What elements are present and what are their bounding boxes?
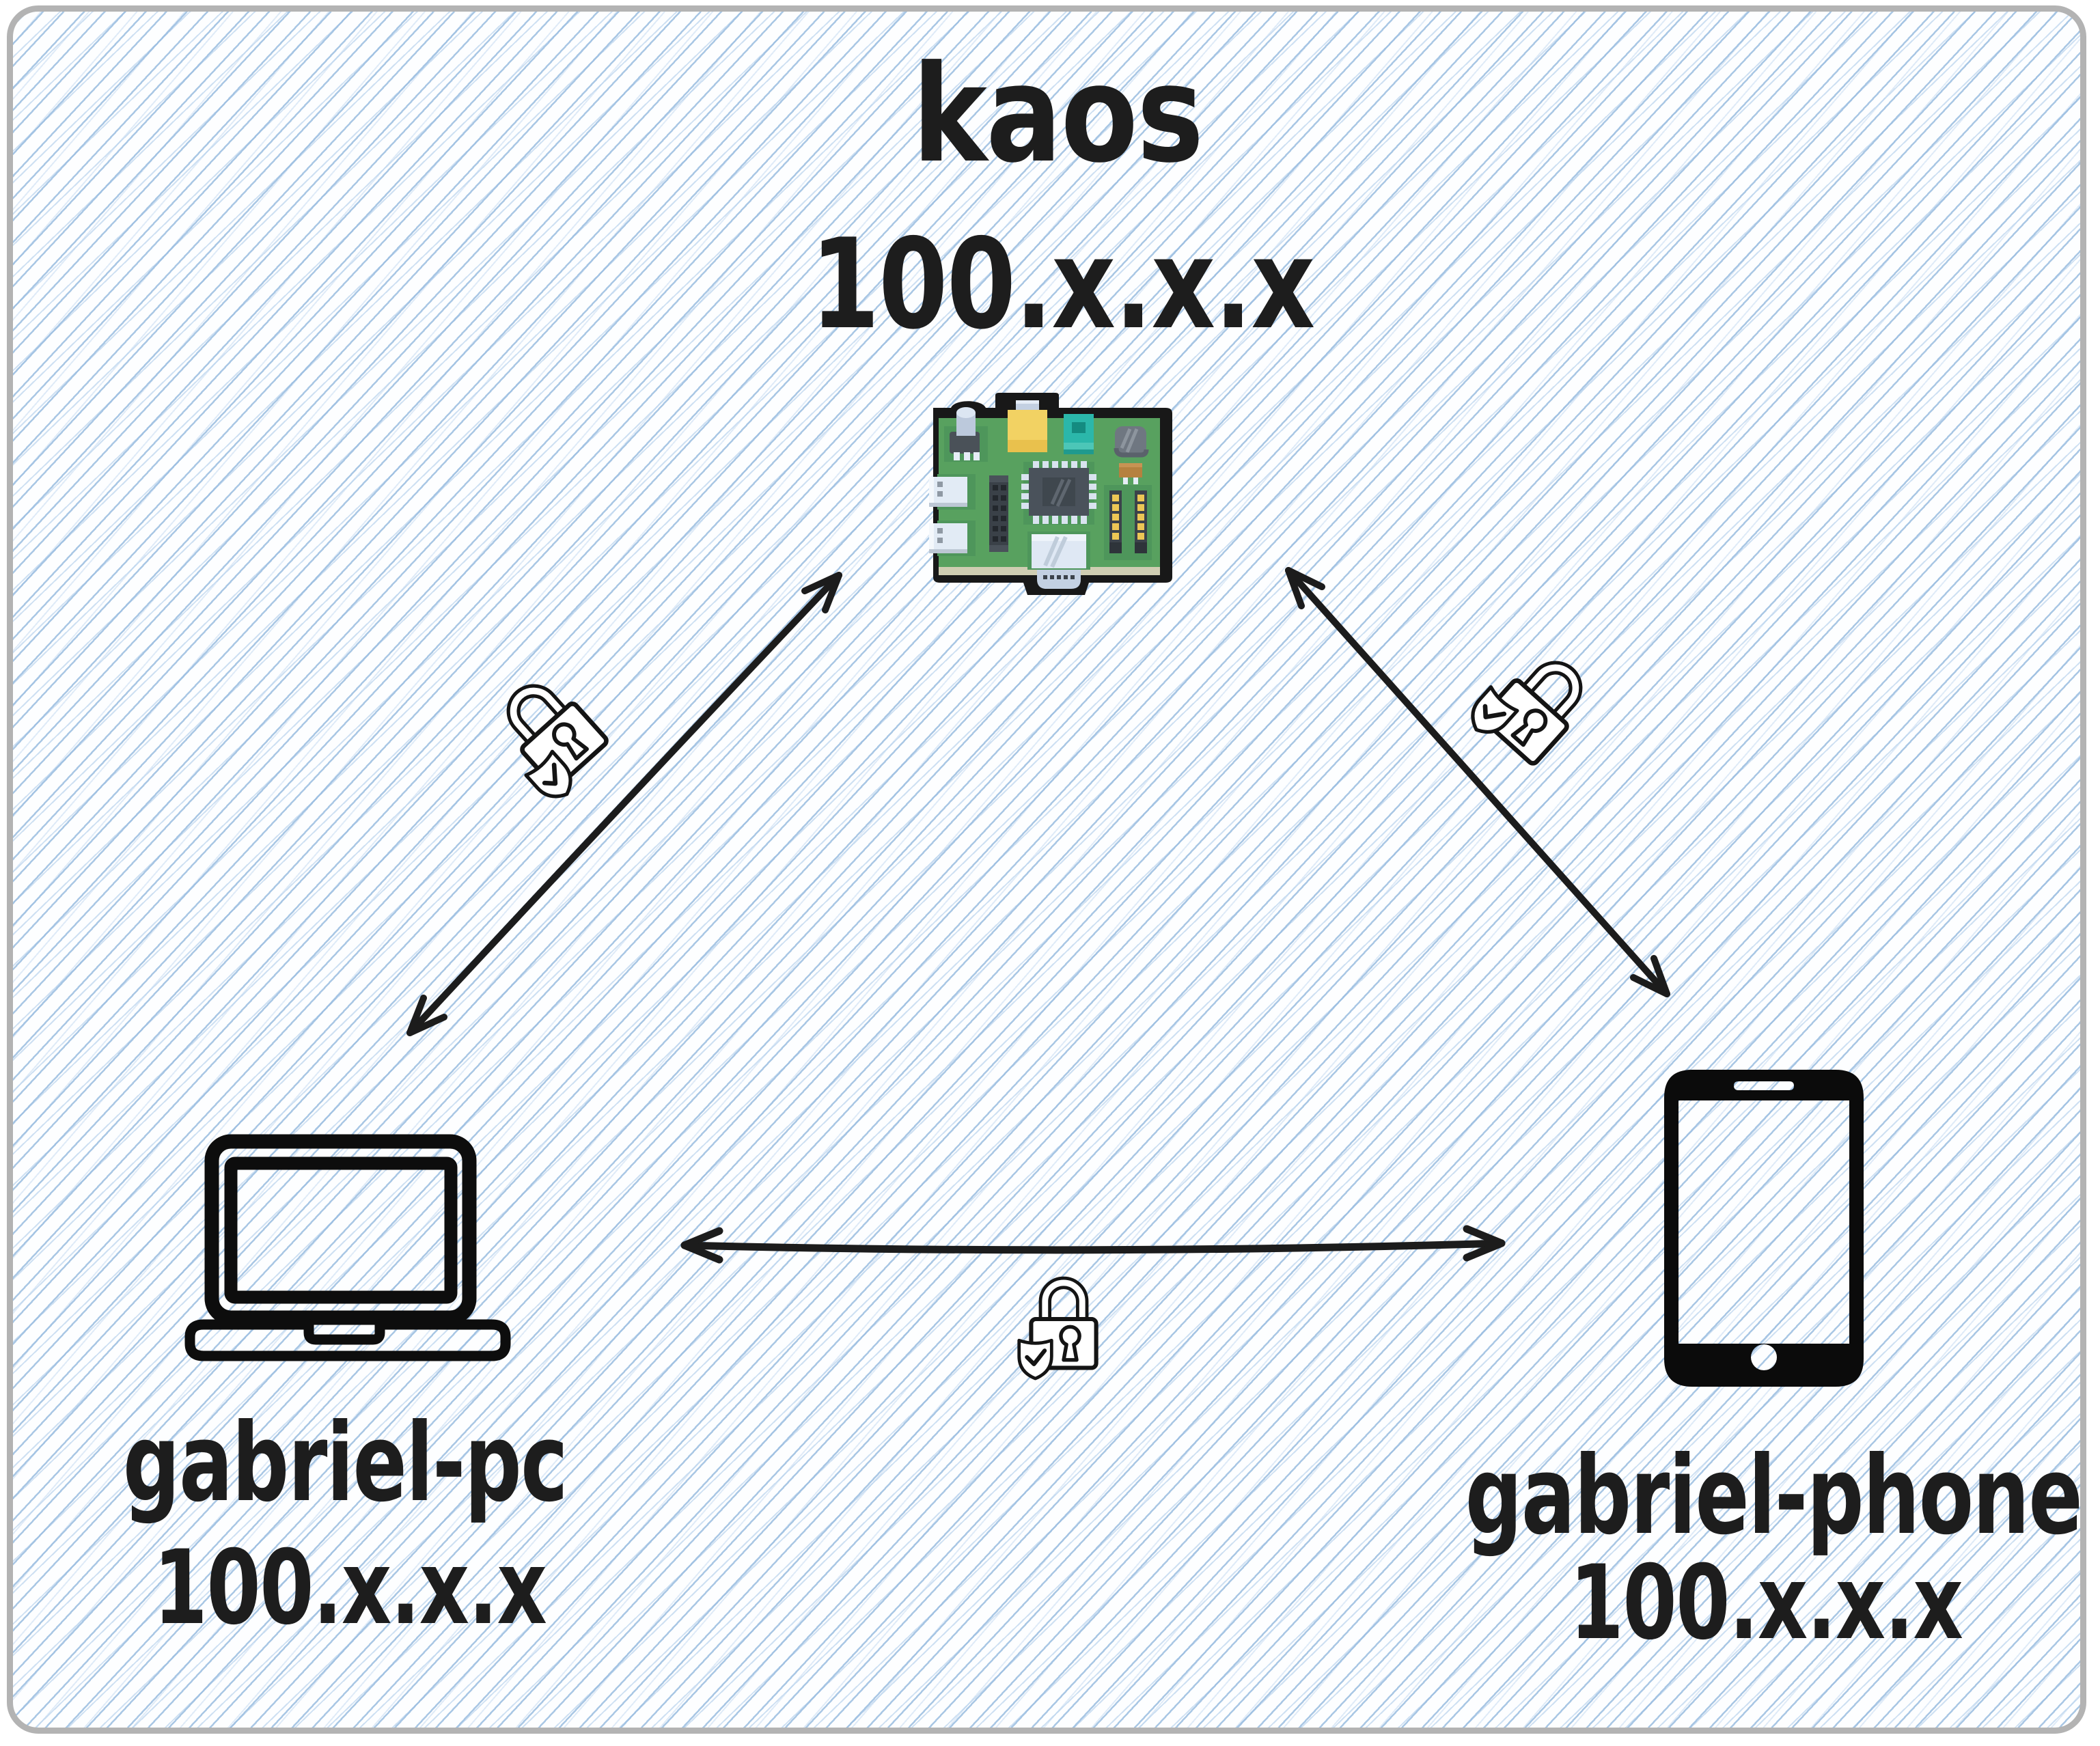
pc-ip-label: 100.x.x.x [153, 1529, 547, 1648]
arrow-kaos-phone [1285, 567, 1670, 997]
hub-ip-label: 100.x.x.x [810, 212, 1315, 357]
arrow-pc-kaos [406, 572, 842, 1036]
laptop-icon [184, 1134, 511, 1361]
padlock-shield-check-icon [481, 669, 616, 806]
padlock-shield-check-icon [1019, 1278, 1096, 1378]
phone-name-label: gabriel-phone [1465, 1433, 2083, 1559]
hub-name-label: kaos [912, 37, 1204, 193]
arrow-pc-phone [680, 1225, 1506, 1264]
smartphone-icon [1664, 1070, 1864, 1387]
phone-ip-label: 100.x.x.x [1569, 1544, 1963, 1663]
diagram-panel [7, 5, 2086, 1734]
padlock-shield-check-icon [1463, 637, 1599, 774]
raspberry-pi-board-icon [929, 393, 1172, 595]
pc-name-label: gabriel-pc [122, 1400, 568, 1526]
